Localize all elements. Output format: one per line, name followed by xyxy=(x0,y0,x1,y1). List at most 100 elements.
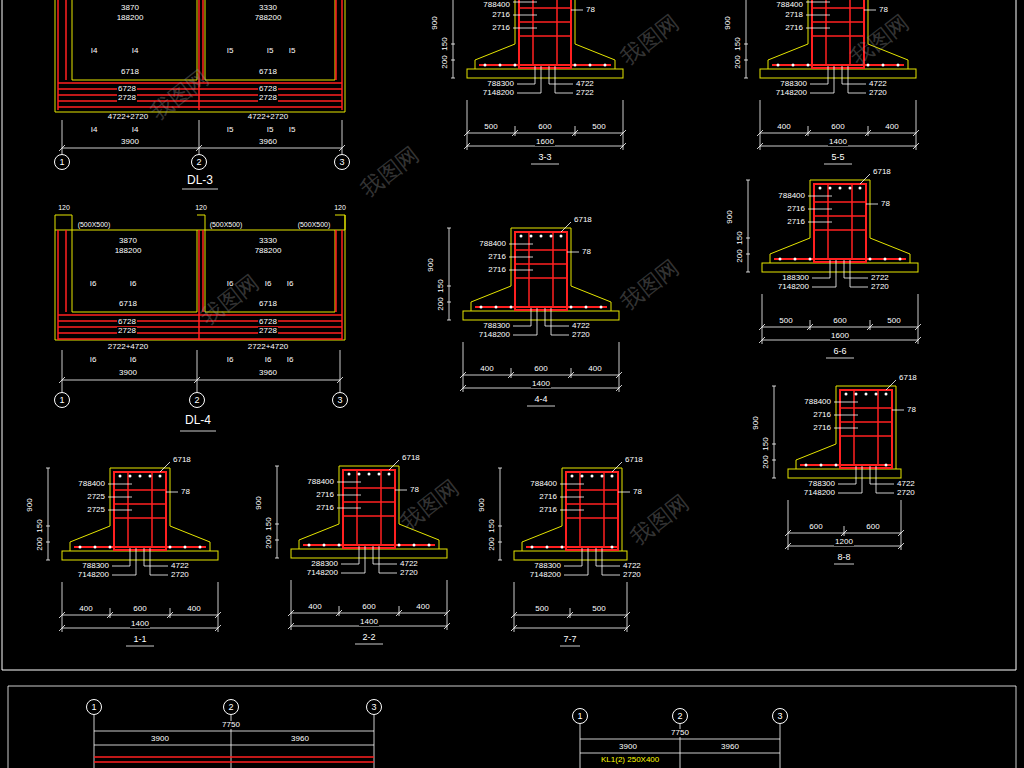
drawing-label: 3330 xyxy=(258,4,278,12)
drawing-label: 3960 xyxy=(258,138,278,146)
drawing-label: 120 xyxy=(57,204,71,211)
drawing-label: 4-4 xyxy=(533,395,548,404)
drawing-label: 600 xyxy=(808,523,823,531)
drawing-label: 2716 xyxy=(491,24,511,32)
drawing-label: 4722 xyxy=(575,80,595,88)
watermark-text: 我图网 xyxy=(396,475,463,534)
drawing-label: 6718 xyxy=(258,68,278,76)
dimension-text: 150 xyxy=(736,230,744,245)
drawing-label: 788300 xyxy=(486,80,515,88)
drawing-label: 1-1 xyxy=(132,635,147,644)
drawing-label: I6 xyxy=(264,356,273,364)
drawing-label: 3870 xyxy=(120,4,140,12)
drawing-label: 2720 xyxy=(896,489,916,497)
dimension-text: 900 xyxy=(724,15,732,30)
dimension-text: 900 xyxy=(726,209,734,224)
drawing-label: 4722 xyxy=(622,562,642,570)
axis-bubble: 3 xyxy=(366,699,382,715)
drawing-label: 6718 xyxy=(172,456,192,464)
drawing-label: 788400 xyxy=(482,1,511,9)
dimension-text: 150 xyxy=(734,36,742,51)
axis-bubble: 1 xyxy=(54,392,70,408)
drawing-label: 788400 xyxy=(306,478,335,486)
dimension-text: 200 xyxy=(437,296,445,311)
axis-bubble: 2 xyxy=(189,392,205,408)
drawing-label: I4 xyxy=(90,47,99,55)
dimension-text: 900 xyxy=(427,257,435,272)
drawing-label: 78 xyxy=(880,200,891,208)
drawing-label: 400 xyxy=(186,605,201,613)
drawing-label: 500 xyxy=(778,317,793,325)
drawing-label: 788400 xyxy=(777,192,806,200)
drawing-label: 500 xyxy=(483,123,498,131)
drawing-label: 788200 xyxy=(254,14,283,22)
drawing-label: 6728 xyxy=(117,318,137,326)
drawing-label: 2716 xyxy=(538,493,558,501)
dimension-text: 150 xyxy=(441,36,449,51)
drawing-label: 188300 xyxy=(781,274,810,282)
drawing-label: 2716 xyxy=(487,253,507,261)
drawing-label: 2716 xyxy=(786,218,806,226)
drawing-label: I6 xyxy=(286,356,295,364)
drawing-label: 188200 xyxy=(116,14,145,22)
axis-bubble: 3 xyxy=(332,392,348,408)
drawing-label: I6 xyxy=(226,356,235,364)
drawing-label: 600 xyxy=(865,523,880,531)
drawing-label: 7148200 xyxy=(777,283,810,291)
drawing-label: 6718 xyxy=(898,374,918,382)
drawing-label: I5 xyxy=(266,47,275,55)
drawing-label: 2716 xyxy=(786,205,806,213)
axis-number: 1 xyxy=(59,396,64,405)
dimension-text: 150 xyxy=(437,278,445,293)
drawing-label: 6718 xyxy=(872,168,892,176)
drawing-label: 2728 xyxy=(117,327,137,335)
drawing-label: 2728 xyxy=(117,94,137,102)
drawing-label: 3900 xyxy=(618,743,638,751)
drawing-label: KL1(2) 250X400 xyxy=(600,756,660,764)
drawing-label: 6728 xyxy=(117,85,137,93)
drawing-label: 788300 xyxy=(807,480,836,488)
drawing-label: 788400 xyxy=(77,480,106,488)
drawing-label: 7148200 xyxy=(306,569,339,577)
drawing-label: 4722 xyxy=(170,562,190,570)
drawing-label: 2725 xyxy=(86,506,106,514)
drawing-label: 500 xyxy=(886,317,901,325)
drawing-label: 3900 xyxy=(118,369,138,377)
drawing-label: 6718 xyxy=(573,216,593,224)
drawing-label: 288300 xyxy=(310,560,339,568)
drawing-label: 78 xyxy=(878,6,889,14)
drawing-label: 600 xyxy=(132,605,147,613)
drawing-label: 2720 xyxy=(870,283,890,291)
dimension-text: 200 xyxy=(734,54,742,69)
drawing-label: I6 xyxy=(89,356,98,364)
drawing-label: DL-4 xyxy=(184,414,212,426)
drawing-label: 788300 xyxy=(81,562,110,570)
drawing-label: 500 xyxy=(534,605,549,613)
watermark-text: 我图网 xyxy=(356,142,423,201)
drawing-label: 2716 xyxy=(812,411,832,419)
dimension-text: 200 xyxy=(736,248,744,263)
drawing-label: 1200 xyxy=(834,538,854,546)
drawing-label: 7148200 xyxy=(775,89,808,97)
drawing-label: I6 xyxy=(129,356,138,364)
drawing-label: 1400 xyxy=(130,620,150,628)
drawing-label: 7-7 xyxy=(562,635,577,644)
drawing-label: 1400 xyxy=(828,138,848,146)
drawing-label: 3900 xyxy=(150,735,170,743)
drawing-label: 7148200 xyxy=(478,331,511,339)
drawing-label: 4722+2720 xyxy=(107,113,149,121)
dimension-text: 200 xyxy=(762,454,770,469)
watermark-text: 我图网 xyxy=(616,255,683,314)
dimension-text: 200 xyxy=(265,534,273,549)
drawing-label: 6718 xyxy=(120,68,140,76)
drawing-label: 3960 xyxy=(720,743,740,751)
drawing-label: 2722 xyxy=(575,89,595,97)
drawing-label: 3960 xyxy=(290,735,310,743)
axis-number: 3 xyxy=(371,703,376,712)
drawing-label: 2728 xyxy=(258,94,278,102)
drawing-label: 2720 xyxy=(170,571,190,579)
drawing-label: 400 xyxy=(479,365,494,373)
drawing-label: I4 xyxy=(131,47,140,55)
drawing-label: I6 xyxy=(286,280,295,288)
